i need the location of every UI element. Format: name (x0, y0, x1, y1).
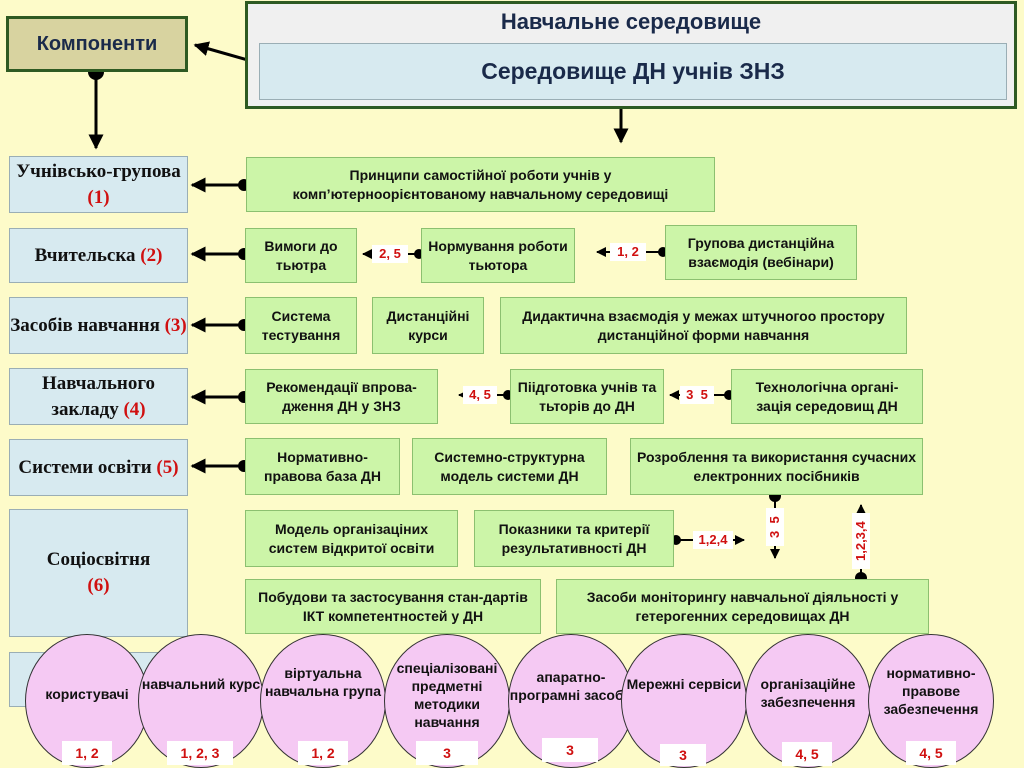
circle-number: 3 (542, 738, 598, 762)
component-number: (5) (156, 456, 179, 478)
component-number: (2) (140, 244, 163, 266)
component-learning-tools: Засобів навчання (3) (9, 297, 188, 354)
component-institution: Навчального закладу (4) (9, 368, 188, 425)
open-education-box: Модель організаціних систем відкритої ос… (245, 510, 458, 567)
legal-base-box: Нормативно-правова база ДН (245, 438, 400, 495)
ict-standards-box: Побудови та застосування стан-дартів ІКТ… (245, 579, 541, 634)
tag-1-2-4: 1,2,4 (693, 531, 733, 549)
courses-box: Дистанційні курси (372, 297, 484, 354)
component-student-group: Учнівсько-групова (1) (9, 156, 188, 213)
circle-label: спеціалізовані предметні методики навчан… (396, 659, 498, 731)
environment-subtitle: Середовище ДН учнів ЗНЗ (259, 43, 1007, 100)
system-model-box: Системно-структурна модель системи ДН (412, 438, 607, 495)
component-label: Навчального закладу (41, 372, 155, 420)
webinars-box: Групова дистанційна взаємодія (вебінари) (665, 225, 857, 280)
circle-number: 1, 2 (298, 741, 348, 765)
e-textbooks-box: Розроблення та використання сучасних еле… (630, 438, 923, 495)
training-box: Піідготовка учнів та тьторів до ДН (510, 369, 664, 424)
circle-label: Мережні сервіси (626, 675, 742, 692)
recommendations-box: Рекомендації впрова-дження ДН у ЗНЗ (245, 369, 438, 424)
circle-number: 3 (660, 744, 706, 766)
testing-box: Система тестування (245, 297, 357, 354)
component-label: Соціосвітня (46, 549, 151, 571)
component-socio-educational: Соціосвітня (6) (9, 509, 188, 637)
component-number: (6) (87, 575, 110, 596)
tag-4-5: 4, 5 (463, 386, 497, 404)
didactic-box: Дидактична взаємодія у межах штучногоо п… (500, 297, 907, 354)
component-teacher: Вчительска (2) (9, 228, 188, 283)
tag-2-5: 2, 5 (372, 245, 408, 263)
circle-label: апаратно-програмні засоби (509, 669, 633, 704)
component-number: (1) (87, 186, 110, 208)
circle-virtual-group: віртуальна навчальна група (260, 634, 386, 768)
circle-label: віртуальна навчальна група (264, 665, 382, 700)
circle-label: організаційне забезпечення (760, 675, 856, 710)
circle-label: навчальний курс (141, 675, 261, 692)
component-label: Учнівсько-групова (16, 160, 181, 182)
indicators-box: Показники та критерії результативності Д… (474, 510, 674, 567)
tutor-norming-box: Нормування роботи тьютора (421, 228, 575, 283)
tag-3-5: 3 5 (680, 386, 714, 404)
circle-methods: спеціалізовані предметні методики навчан… (384, 634, 510, 768)
principles-box: Принципи самостійної роботи учнів у комп… (246, 157, 715, 212)
component-label: Засобів навчання (10, 314, 160, 336)
component-number: (4) (123, 398, 146, 420)
technology-box: Технологічна органі-зація середовищ ДН (731, 369, 923, 424)
component-education-system: Системи освіти (5) (9, 439, 188, 496)
component-label: Системи освіти (18, 456, 152, 478)
components-label: Компоненти (6, 16, 188, 72)
tag-vertical-1-2-3-4: 1,2,3,4 (852, 513, 870, 569)
circle-number: 3 (416, 741, 478, 765)
circle-number: 1, 2, 3 (167, 741, 233, 765)
tag-1-2: 1, 2 (610, 243, 646, 261)
circle-label: користувачі (45, 686, 129, 703)
circle-number: 1, 2 (62, 741, 112, 765)
circle-number: 4, 5 (782, 742, 832, 766)
environment-title: Навчальне середовище (500, 9, 762, 34)
monitoring-box: Засоби моніторингу навчальної діяльності… (556, 579, 929, 634)
tag-vertical-3-5: 3 5 (766, 508, 784, 546)
component-number: (3) (164, 314, 187, 336)
component-label: Вчительска (34, 244, 136, 266)
circle-label: нормативно-правове забезпечення (883, 665, 979, 718)
tutor-requirements-box: Вимоги до тьютра (245, 228, 357, 283)
circle-number: 4, 5 (906, 741, 956, 765)
